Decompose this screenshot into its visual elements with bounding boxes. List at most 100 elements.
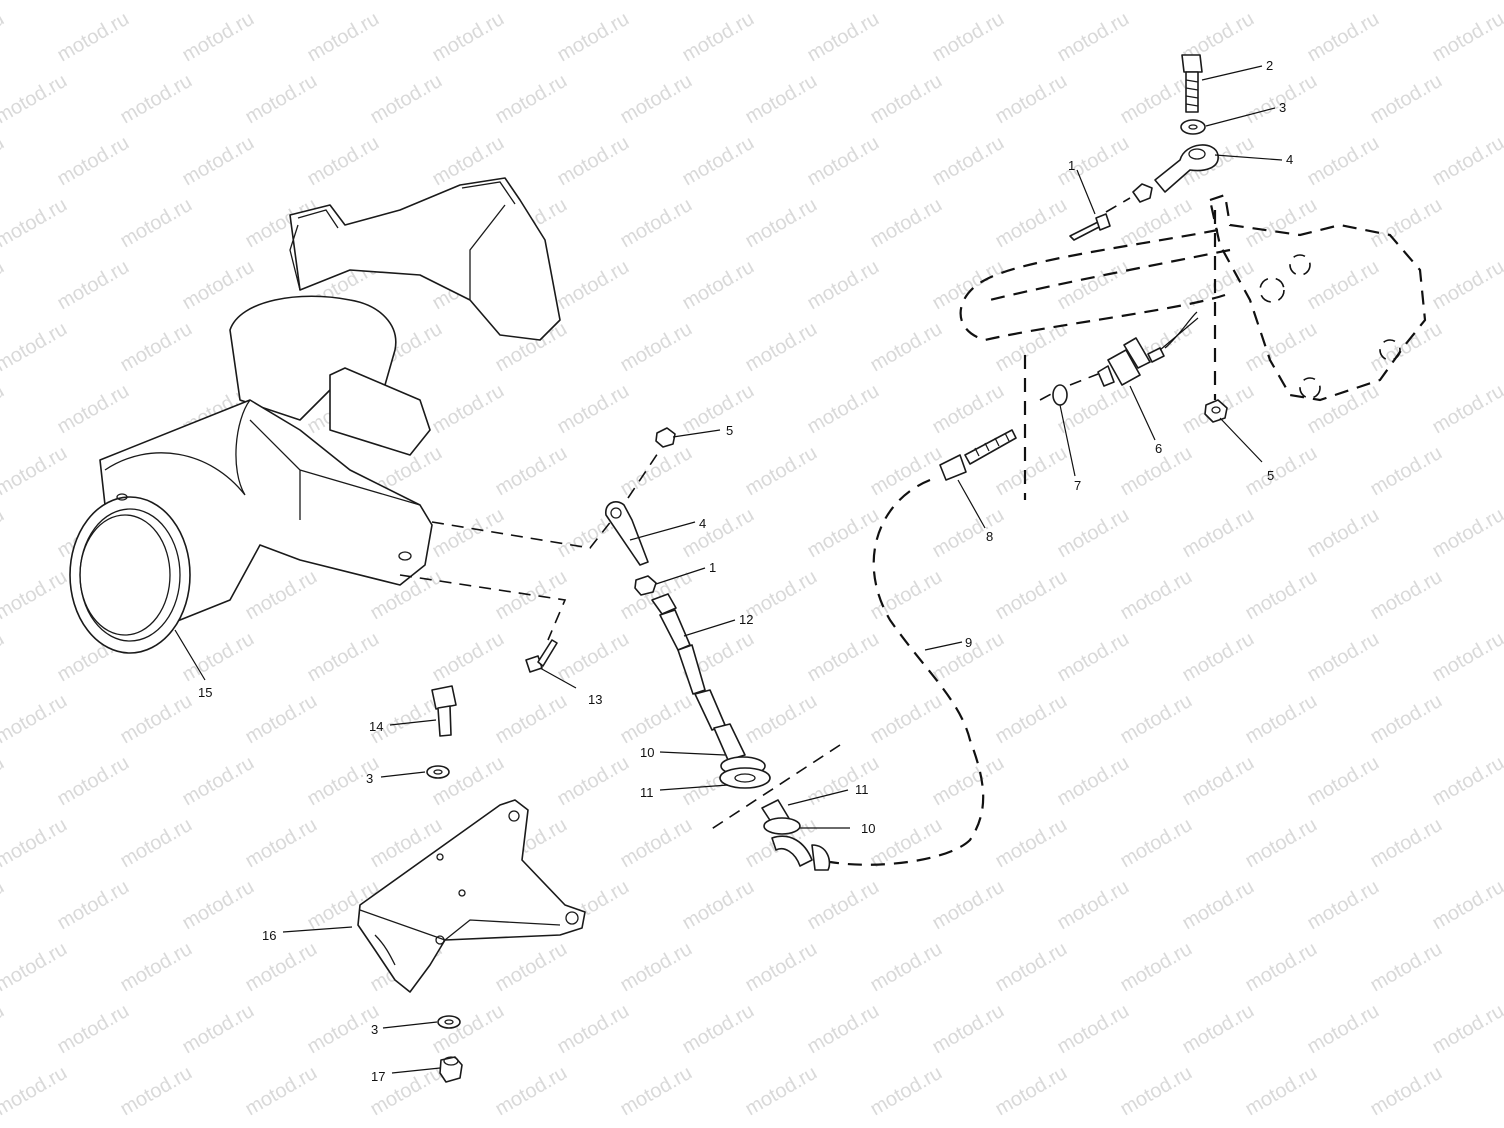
- watermark-text: motod.ru: [1367, 814, 1446, 873]
- watermark-text: motod.ru: [1304, 752, 1383, 811]
- watermark-text: motod.ru: [1367, 690, 1446, 749]
- watermark-text: motod.ru: [492, 690, 571, 749]
- watermark-text: motod.ru: [492, 70, 571, 129]
- callout-1-top: 1: [1068, 158, 1075, 173]
- watermark-text: motod.ru: [804, 256, 883, 315]
- watermark-text: motod.ru: [1242, 442, 1321, 501]
- watermark-text: motod.ru: [1242, 0, 1321, 4]
- watermark-text: motod.ru: [492, 1062, 571, 1121]
- watermark-text: motod.ru: [1304, 8, 1383, 67]
- watermark-text: motod.ru: [679, 876, 758, 935]
- watermark-text: motod.ru: [742, 938, 821, 997]
- callout-16: 16: [262, 928, 276, 943]
- cable-end-lower: [761, 799, 831, 871]
- watermark-text: motod.ru: [0, 628, 8, 687]
- washer-3-top: [1180, 119, 1206, 135]
- watermark-text: motod.ru: [1429, 256, 1504, 315]
- leader-lines: [174, 65, 1283, 1074]
- watermark-text: motod.ru: [1117, 194, 1196, 253]
- watermark-text: motod.ru: [0, 814, 71, 873]
- watermark-text: motod.ru: [54, 8, 133, 67]
- watermark-text: motod.ru: [1054, 628, 1133, 687]
- watermark-text: motod.ru: [1367, 194, 1446, 253]
- callout-1-mid: 1: [709, 560, 716, 575]
- watermark-text: motod.ru: [429, 752, 508, 811]
- watermark-text: motod.ru: [117, 318, 196, 377]
- linkage-lines: [399, 197, 1131, 641]
- watermark-text: motod.ru: [179, 752, 258, 811]
- watermark-text: motod.ru: [0, 938, 71, 997]
- watermark-text: motod.ru: [242, 566, 321, 625]
- watermark-text: motod.ru: [0, 256, 8, 315]
- watermark-text: motod.ru: [0, 690, 71, 749]
- watermark-text: motod.ru: [617, 0, 696, 4]
- watermark-text: motod.ru: [804, 628, 883, 687]
- watermark-text: motod.ru: [429, 8, 508, 67]
- watermark-text: motod.ru: [679, 504, 758, 563]
- callout-5-mid: 5: [726, 423, 733, 438]
- watermark-text: motod.ru: [867, 70, 946, 129]
- watermark-text: motod.ru: [0, 504, 8, 563]
- watermark-text: motod.ru: [1429, 380, 1504, 439]
- watermark-text: motod.ru: [54, 1000, 133, 1059]
- watermark-text: motod.ru: [0, 132, 8, 191]
- watermark-text: motod.ru: [554, 8, 633, 67]
- bracket-16: [357, 799, 586, 993]
- rod-end-4-top: [1132, 144, 1219, 203]
- watermark-text: motod.ru: [242, 814, 321, 873]
- watermark-text: motod.ru: [304, 628, 383, 687]
- watermark-text: motod.ru: [804, 504, 883, 563]
- watermark-text: motod.ru: [1054, 1000, 1133, 1059]
- watermark-text: motod.ru: [304, 132, 383, 191]
- watermark-text: motod.ru: [242, 70, 321, 129]
- watermark-text: motod.ru: [117, 814, 196, 873]
- watermark-text: motod.ru: [0, 1062, 71, 1121]
- watermark-text: motod.ru: [179, 132, 258, 191]
- watermark-text: motod.ru: [554, 628, 633, 687]
- watermark-text: motod.ru: [179, 876, 258, 935]
- watermark-text: motod.ru: [0, 1000, 8, 1059]
- watermark-text: motod.ru: [1429, 628, 1504, 687]
- watermark-text: motod.ru: [992, 0, 1071, 4]
- watermark-text: motod.ru: [0, 442, 71, 501]
- watermark-text: motod.ru: [1304, 504, 1383, 563]
- watermark-text: motod.ru: [179, 8, 258, 67]
- watermark-text: motod.ru: [304, 8, 383, 67]
- watermark-text: motod.ru: [1367, 0, 1446, 4]
- watermark-text: motod.ru: [992, 442, 1071, 501]
- washer-3-mid: [426, 765, 450, 779]
- watermark-text: motod.ru: [929, 380, 1008, 439]
- watermark-text: motod.ru: [1429, 132, 1504, 191]
- watermark-text: motod.ru: [492, 938, 571, 997]
- watermark-text: motod.ru: [992, 690, 1071, 749]
- watermark-text: motod.ru: [554, 132, 633, 191]
- callout-4-top: 4: [1286, 152, 1293, 167]
- watermark-text: motod.ru: [1179, 504, 1258, 563]
- watermark-text: motod.ru: [617, 1062, 696, 1121]
- callout-3-top: 3: [1279, 100, 1286, 115]
- watermark-text: motod.ru: [1117, 0, 1196, 4]
- callout-labels: 2 3 4 1 5 6 7 8 9 5 4 1 12 13 15 14 3 10…: [198, 58, 1293, 1084]
- watermark-text: motod.ru: [117, 70, 196, 129]
- watermark-text: motod.ru: [1179, 628, 1258, 687]
- rod-end-4-mid: [605, 501, 649, 566]
- watermark-text: motod.ru: [1117, 938, 1196, 997]
- watermark-text: motod.ru: [867, 1062, 946, 1121]
- watermark-text: motod.ru: [929, 876, 1008, 935]
- watermark-text: motod.ru: [1054, 132, 1133, 191]
- watermark-text: motod.ru: [867, 938, 946, 997]
- watermark-text: motod.ru: [1367, 566, 1446, 625]
- callout-7: 7: [1074, 478, 1081, 493]
- washer-7: [1052, 384, 1068, 406]
- watermark-text: motod.ru: [54, 256, 133, 315]
- watermark-text: motod.ru: [54, 380, 133, 439]
- watermark-text: motod.ru: [117, 690, 196, 749]
- watermark-text: motod.ru: [429, 1000, 508, 1059]
- watermark-text: motod.ru: [679, 1000, 758, 1059]
- watermark-text: motod.ru: [742, 70, 821, 129]
- callout-3-bottom: 3: [371, 1022, 378, 1037]
- watermark-text: motod.ru: [992, 814, 1071, 873]
- watermark-text: motod.ru: [804, 1000, 883, 1059]
- watermark-text: motod.ru: [554, 256, 633, 315]
